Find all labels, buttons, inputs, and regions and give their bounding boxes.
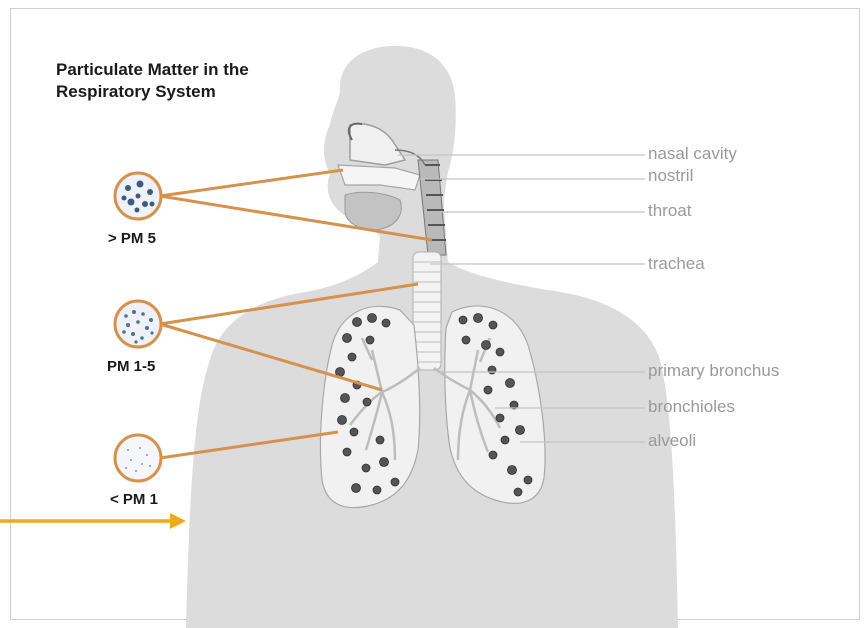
title-line-2: Respiratory System (56, 81, 249, 103)
label-throat: throat (648, 201, 691, 221)
particle-circle-medium (115, 301, 161, 347)
label-alveoli: alveoli (648, 431, 696, 451)
label-trachea: trachea (648, 254, 705, 274)
label-nasal-cavity: nasal cavity (648, 144, 737, 164)
label-nostril: nostril (648, 166, 693, 186)
label-pm-small: < PM 1 (110, 491, 158, 508)
diagram-title: Particulate Matter in the Respiratory Sy… (56, 59, 249, 103)
callout-arrow (0, 513, 186, 529)
label-pm-large: > PM 5 (108, 230, 156, 247)
label-bronchioles: bronchioles (648, 397, 735, 417)
label-primary-bronchus: primary bronchus (648, 361, 779, 381)
title-line-1: Particulate Matter in the (56, 59, 249, 81)
label-pm-medium: PM 1-5 (107, 358, 155, 375)
particle-circle-small (115, 435, 161, 481)
particle-circle-large (115, 173, 161, 219)
